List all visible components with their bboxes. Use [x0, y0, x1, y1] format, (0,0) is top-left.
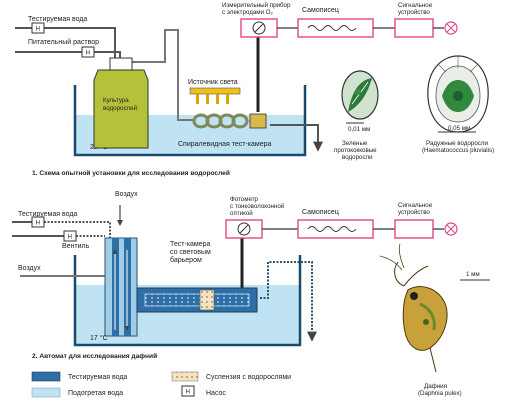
nutrient-solution-label: Питательный раствор — [28, 38, 99, 46]
svg-text:Н: Н — [36, 220, 40, 227]
daphnia-image — [379, 243, 448, 373]
air-label-top: Воздух — [115, 191, 138, 198]
photometer-label-1: Фотометр — [230, 196, 259, 203]
green-algae-image — [341, 70, 379, 120]
light-source-label: Источник света — [188, 79, 238, 86]
pump-nutrient[interactable]: Н — [81, 46, 95, 58]
culture-label-2: водорослей — [103, 105, 138, 112]
legend-test-water: Тестируемая вода — [68, 374, 127, 381]
air-label-left: Воздух — [18, 265, 41, 272]
svg-text:Н: Н — [186, 389, 190, 396]
legend-suspension: Суспензия с водорослями — [206, 374, 291, 381]
legend-pump: Насос — [206, 390, 226, 397]
electrode-block — [249, 113, 267, 129]
pump-second[interactable]: Н — [63, 230, 77, 242]
green-algae-name-3: водоросли — [342, 154, 373, 161]
test-chamber-label-1: Тест-камера — [170, 241, 211, 248]
test-water-label: Тестируемая вода — [28, 16, 87, 23]
test-chamber — [136, 287, 258, 313]
spiral-chamber-label: Спиралевидная тест-камера — [178, 141, 271, 148]
daphnia-scale: 1 мм — [466, 271, 480, 278]
recorder-label-2: Самописец — [302, 209, 339, 216]
test-chamber-label-2: со световым — [170, 249, 211, 256]
legend: Тестируемая вода Подогретая вода Суспенз… — [31, 371, 291, 398]
signal-device-label-2b: устройство — [398, 209, 430, 216]
svg-text:Н: Н — [36, 26, 40, 33]
spiral-chamber — [192, 113, 249, 129]
rainbow-algae-image — [427, 55, 489, 133]
temperature-17: 17 °C — [90, 334, 108, 342]
legend-pump-symbol: Н — [181, 385, 195, 397]
legend-swatch-heated-water — [31, 387, 61, 398]
recorder-2 — [297, 219, 374, 239]
legend-swatch-test-water — [31, 371, 61, 382]
figure1-caption: 1. Схема опытной установки для исследова… — [32, 169, 230, 177]
measuring-device — [240, 18, 278, 38]
legend-heated-water: Подогретая вода — [68, 390, 123, 397]
green-algae-name-2: протококковые — [334, 147, 377, 154]
test-water-label-2: Тестируемая вода — [18, 211, 77, 218]
recorder-label: Самописец — [302, 7, 339, 14]
signal-device-label-2a: Сигнальное — [398, 202, 433, 209]
culture-label-1: Культура — [103, 97, 129, 104]
svg-text:Н: Н — [68, 234, 72, 241]
figure2-caption: 2. Автомат для исследования дафний — [32, 352, 157, 360]
vertical-column — [104, 237, 138, 337]
figure1: 25 °C Тестируемая вода Питательный раств… — [15, 2, 494, 177]
measuring-device-label-2: с электродами O₂ — [222, 9, 274, 16]
measuring-device-label-1: Измерительный прибор — [222, 2, 291, 9]
test-chamber-label-3: барьером — [170, 256, 202, 264]
svg-text:Н: Н — [86, 50, 90, 57]
photometer-label-2: с тонковолоконной — [230, 203, 285, 210]
pump-test-water[interactable]: Н — [31, 22, 45, 34]
rainbow-algae-name-2: (Haematococcus pluvialis) — [422, 147, 494, 154]
signal-device-label-1: Сигнальное — [398, 2, 433, 9]
tank-wall — [73, 85, 307, 157]
daphnia-name-1: Дафния — [424, 383, 447, 390]
photometer — [225, 219, 263, 239]
valve-label: Вентиль — [62, 243, 90, 250]
signal-device-2 — [394, 219, 458, 239]
daphnia-name-2: (Daphnia pulex) — [418, 390, 462, 397]
legend-swatch-suspension — [171, 371, 199, 382]
recorder — [297, 18, 374, 38]
algae-culture-bottle: Культура водорослей — [93, 57, 149, 149]
rainbow-algae-scale: 0,05 мм — [448, 125, 470, 132]
photometer-label-3: оптикой — [230, 210, 253, 217]
light-source — [189, 87, 241, 104]
signal-device — [394, 18, 458, 38]
pipes-fig2 — [12, 205, 317, 342]
tank-wall-2 — [73, 255, 302, 347]
figure2: 17 °C Тестируемая вода Воздух Вентиль Во… — [12, 191, 490, 397]
pump-test-water-2[interactable]: Н — [31, 216, 45, 228]
green-algae-scale: 0,01 мм — [348, 126, 370, 133]
rainbow-algae-name-1: Радужные водоросли — [426, 140, 488, 147]
signal-device-label-2: устройство — [398, 9, 430, 16]
green-algae-name-1: Зеленые — [342, 140, 368, 147]
